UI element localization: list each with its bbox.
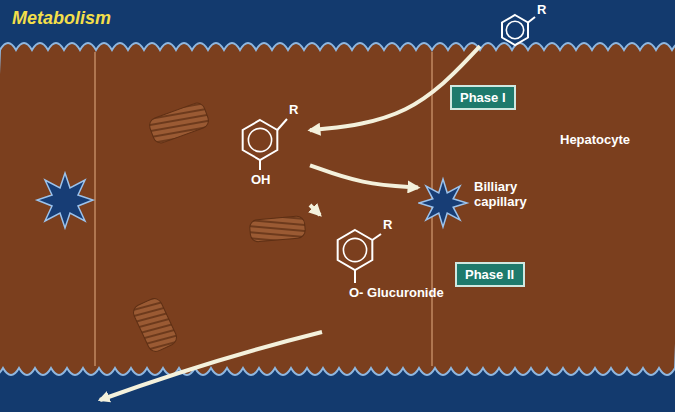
atom-label: R [383, 217, 392, 232]
conjugated-molecule: R O- Glucuronide [290, 215, 460, 325]
cell-border [94, 52, 96, 366]
biliary-capillary: Billiary capillary [418, 175, 568, 231]
cell-label: Hepatocyte [560, 132, 630, 147]
cell-band [0, 43, 675, 375]
atom-label: R [537, 2, 546, 17]
reaction-arrow [310, 205, 320, 215]
substrate-molecule: R [480, 0, 570, 48]
structure-drawing [480, 0, 570, 48]
hepatocyte-cell: HepatocyteROHPhase IBilliary capillaryRO… [0, 50, 675, 368]
atom-label: OH [251, 172, 271, 187]
diagram-title: Metabolism [12, 8, 111, 28]
hepatocyte-band [0, 43, 675, 375]
capillary-symbol [37, 173, 93, 228]
atom-label: R [289, 102, 298, 117]
mitochondrion [131, 101, 306, 354]
atom-label: O- Glucuronide [349, 285, 444, 300]
hydroxylated-molecule: R OH [210, 100, 310, 210]
excretion-arrow [100, 332, 322, 400]
reaction-arrow [310, 165, 418, 187]
phase-label: Phase II [465, 267, 514, 282]
phase-box: Phase I [450, 85, 516, 110]
phase-label: Phase I [460, 90, 506, 105]
structure-drawing [290, 215, 460, 325]
structure-label: Billiary capillary [474, 179, 554, 209]
phase-box: Phase II [455, 262, 525, 287]
